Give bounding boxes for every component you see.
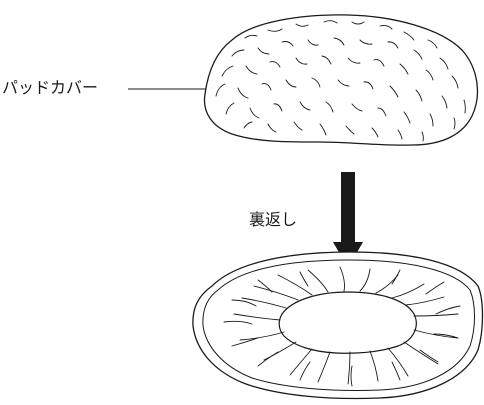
down-arrow-shaft — [341, 172, 355, 244]
pad-cover-inverted-wrinkles — [223, 266, 461, 387]
pad-cover-flat — [203, 14, 479, 146]
pad-cover-inverted-inner-edge — [202, 259, 475, 391]
pad-cover-inverted-hole — [278, 291, 417, 354]
pad-cover-label: パッドカバー — [2, 78, 99, 97]
pad-cover-inverted — [192, 251, 484, 400]
inside-out-label: 裏返し — [249, 210, 298, 229]
pad-cover-flat-outline — [203, 14, 479, 146]
pad-cover-flat-texture — [215, 20, 466, 142]
